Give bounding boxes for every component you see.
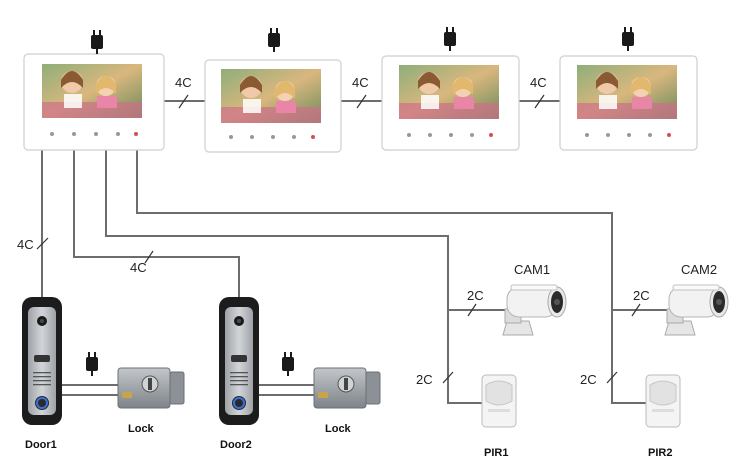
wire-slashes [36, 94, 641, 384]
lock1-label: Lock [128, 423, 155, 435]
power-adapter-icon [281, 351, 295, 377]
power-adapter-icon [85, 351, 99, 377]
cam1-label: CAM1 [514, 262, 550, 277]
lock-2 [313, 367, 381, 409]
monitor-1 [23, 53, 165, 151]
power-adapter-icon [621, 26, 635, 52]
wire-cam1-trunk [105, 150, 486, 404]
label-cam1-link: 2C [467, 288, 484, 303]
monitor-2 [204, 59, 342, 153]
door2-label: Door2 [220, 439, 252, 451]
door1-label: Door1 [25, 439, 57, 451]
power-adapter-icon [90, 29, 104, 55]
wire-cam2-trunk [136, 150, 650, 404]
monitor-buttons [50, 132, 138, 136]
label-m3-m4: 4C [530, 75, 547, 90]
wire-door2 [73, 150, 240, 297]
lock2-label: Lock [325, 423, 352, 435]
label-pir1-link: 2C [416, 372, 433, 387]
pir1-label: PIR1 [484, 447, 508, 459]
pir-sensor-2 [645, 374, 681, 428]
pir-sensor-1 [481, 374, 517, 428]
door-station-2 [219, 297, 259, 425]
lock-1 [117, 367, 185, 409]
label-m2-m3: 4C [352, 75, 369, 90]
power-adapter-icon [267, 27, 281, 53]
label-pir2-link: 2C [580, 372, 597, 387]
power-adapter-icon [443, 26, 457, 52]
label-m1-m2: 4C [175, 75, 192, 90]
label-door2-link: 4C [130, 260, 147, 275]
monitor-4 [559, 55, 698, 151]
camera-2 [664, 284, 729, 336]
pir2-label: PIR2 [648, 447, 672, 459]
door-station-1 [22, 297, 62, 425]
wires [41, 100, 668, 404]
label-cam2-link: 2C [633, 288, 650, 303]
cam2-label: CAM2 [681, 262, 717, 277]
wire-labels: 4C 4C 4C 4C 4C 2C 2C 2C 2C [17, 75, 650, 387]
monitor-3 [381, 55, 520, 151]
camera-1 [502, 284, 567, 336]
label-door1-link: 4C [17, 237, 34, 252]
